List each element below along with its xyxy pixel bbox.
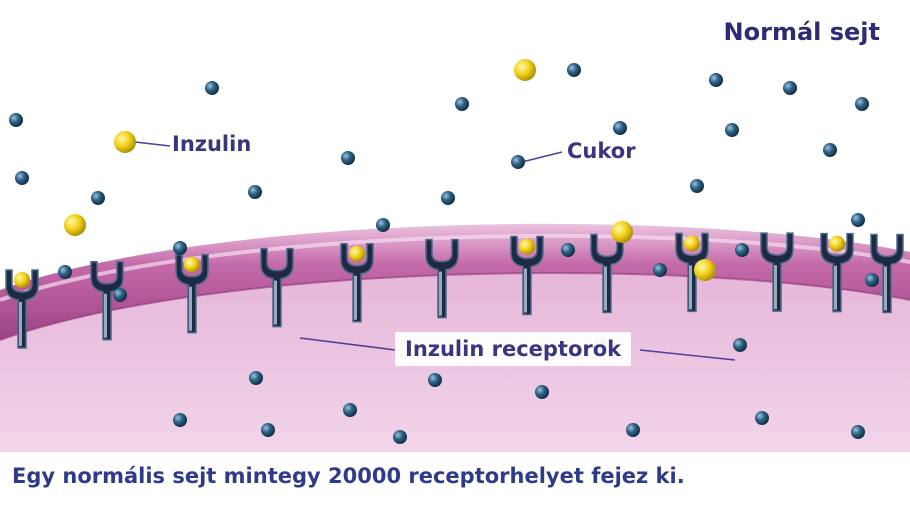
- sugar-molecule-icon: [248, 185, 262, 199]
- sugar-molecule-icon: [91, 191, 105, 205]
- insulin-receptor-icon: [675, 232, 709, 313]
- sugar-molecule-icon: [653, 263, 667, 277]
- sugar-molecule-icon: [393, 430, 407, 444]
- sugar-molecule-icon: [783, 81, 797, 95]
- insulin-receptor-icon: [820, 232, 854, 313]
- pointer-lines: [134, 141, 736, 361]
- sugar-molecule-icon: [865, 273, 879, 287]
- sugar-molecule-icon: [511, 155, 525, 169]
- pointer-line: [639, 349, 736, 361]
- sugar-molecule-icon: [733, 338, 747, 352]
- insulin-receptor-icon: [340, 243, 374, 323]
- insulin-receptor-icon: [425, 238, 459, 319]
- insulin-label: Inzulin: [172, 132, 252, 156]
- insulin-receptor-icon: [5, 269, 39, 349]
- sugar-molecule-icon: [855, 97, 869, 111]
- insulin-molecule-icon: [114, 131, 136, 153]
- insulin-receptor-icon: [90, 261, 124, 341]
- insulin-molecule-icon: [514, 59, 536, 81]
- sugar-molecule-icon: [249, 371, 263, 385]
- sugar-molecule-icon: [58, 265, 72, 279]
- insulin-molecule-icon: [64, 214, 86, 236]
- sugar-molecule-icon: [173, 413, 187, 427]
- sugar-molecule-icon: [567, 63, 581, 77]
- receptor-layer: [5, 232, 904, 349]
- sugar-molecule-icon: [725, 123, 739, 137]
- receptor-label: Inzulin receptorok: [395, 332, 632, 366]
- sugar-molecule-icon: [851, 425, 865, 439]
- insulin-molecule-icon: [694, 259, 716, 281]
- sugar-molecule-icon: [341, 151, 355, 165]
- sugar-molecule-icon: [709, 73, 723, 87]
- sugar-molecule-icon: [561, 243, 575, 257]
- sugar-molecule-icon: [690, 179, 704, 193]
- insulin-receptor-icon: [175, 253, 209, 334]
- sugar-molecule-icon: [9, 113, 23, 127]
- insulin-receptor-icon: [510, 235, 544, 316]
- insulin-receptor-icon: [760, 232, 794, 312]
- sugar-molecule-icon: [15, 171, 29, 185]
- caption-text: Egy normális sejt mintegy 20000 receptor…: [12, 464, 685, 488]
- insulin-molecule-icon: [611, 221, 633, 243]
- sugar-molecule-icon: [441, 191, 455, 205]
- sugar-molecule-icon: [343, 403, 357, 417]
- sugar-molecule-icon: [755, 411, 769, 425]
- sugar-molecule-icon: [735, 243, 749, 257]
- sugar-molecule-icon: [823, 143, 837, 157]
- insulin-receptor-icon: [870, 233, 904, 314]
- sugar-molecule-icon: [613, 121, 627, 135]
- insulin-receptor-icon: [260, 247, 294, 328]
- sugar-label: Cukor: [567, 139, 636, 163]
- sugar-molecule-icon: [173, 241, 187, 255]
- membrane-highlight: [0, 233, 910, 302]
- page-title: Normál sejt: [723, 18, 880, 46]
- caption-bar: Egy normális sejt mintegy 20000 receptor…: [0, 452, 910, 505]
- sugar-molecule-icon: [455, 97, 469, 111]
- pointer-line: [134, 141, 171, 147]
- sugar-molecule-icon: [261, 423, 275, 437]
- sugar-molecule-icon: [205, 81, 219, 95]
- sugar-molecule-icon: [535, 385, 549, 399]
- pointer-line: [299, 337, 396, 351]
- molecule-layer: [9, 59, 879, 444]
- sugar-molecule-icon: [428, 373, 442, 387]
- sugar-molecule-icon: [113, 288, 127, 302]
- sugar-molecule-icon: [626, 423, 640, 437]
- sugar-molecule-icon: [851, 213, 865, 227]
- sugar-molecule-icon: [376, 218, 390, 232]
- pointer-line: [517, 151, 563, 164]
